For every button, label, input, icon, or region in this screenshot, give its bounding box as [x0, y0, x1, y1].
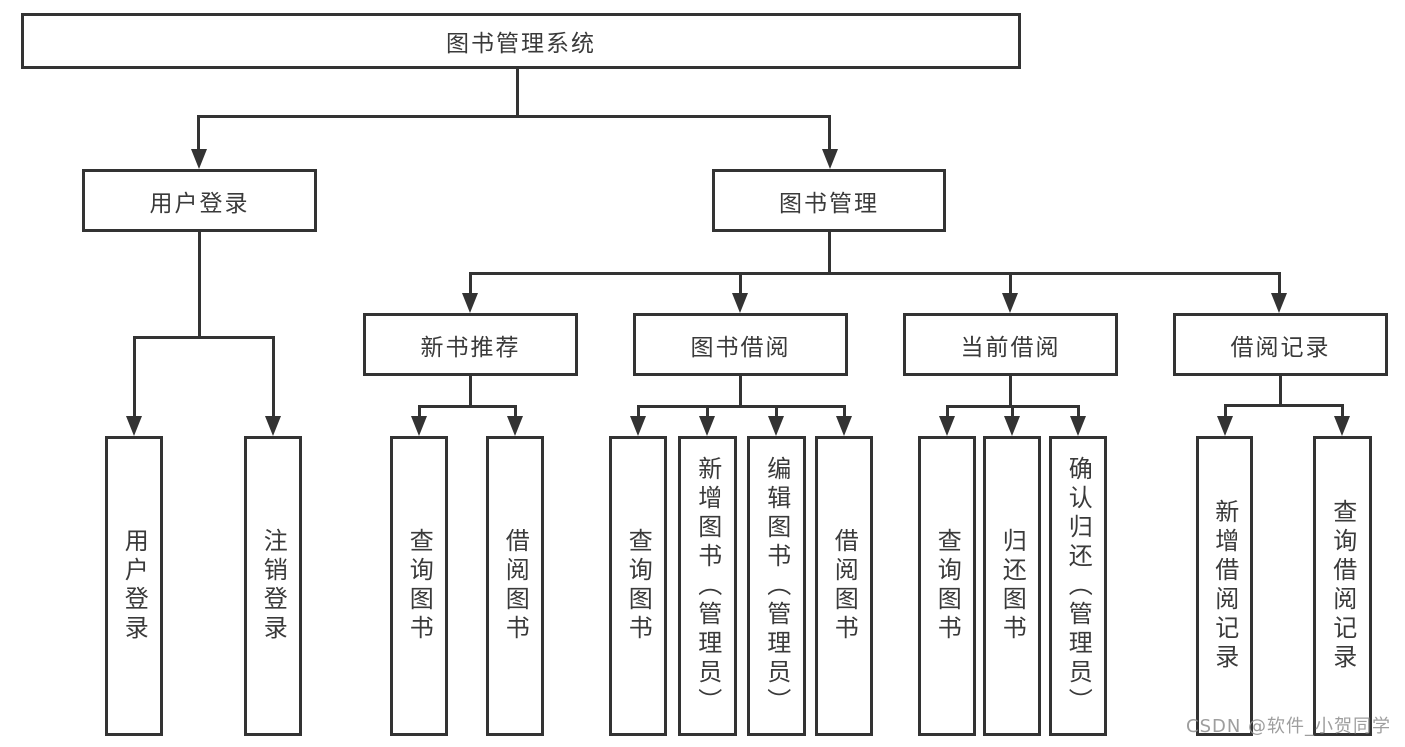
- node-user-login: 用户登录: [82, 169, 317, 232]
- leaf-add-borrow-record: 新增借阅记录: [1196, 436, 1253, 736]
- arrow-down-icon: [699, 416, 715, 436]
- connector-book-borrowing-stem: [739, 376, 742, 408]
- arrow-down-icon: [1334, 416, 1350, 436]
- connector-drop: [418, 405, 421, 421]
- leaf-borrow-books-recommend: 借阅图书: [486, 436, 544, 736]
- leaf-label: 编辑图书（管理员）: [762, 455, 791, 717]
- node-book-borrowing: 图书借阅: [633, 313, 848, 376]
- node-label: 当前借阅: [960, 334, 1061, 361]
- leaf-query-books-recommend: 查询图书: [390, 436, 448, 736]
- arrow-down-icon: [630, 416, 646, 436]
- connector-drop: [946, 405, 949, 421]
- arrow-down-icon: [411, 416, 427, 436]
- arrow-down-icon: [1271, 293, 1287, 313]
- leaf-label: 查询图书: [405, 528, 434, 644]
- connector-drop: [1224, 404, 1227, 421]
- watermark: CSDN @软件_小贺同学: [1186, 716, 1392, 737]
- leaf-borrow-books-borrowing: 借阅图书: [815, 436, 873, 736]
- node-label: 新书推荐: [420, 334, 521, 361]
- connector-user-login-rail: [133, 336, 275, 339]
- connector-borrowing-records-stem: [1279, 376, 1282, 407]
- node-label: 图书管理系统: [446, 31, 596, 57]
- leaf-label: 借阅图书: [830, 528, 859, 644]
- connector-drop-current-borrowing: [1009, 272, 1012, 297]
- arrow-down-icon: [822, 149, 838, 169]
- leaf-query-books-current: 查询图书: [918, 436, 976, 736]
- arrow-down-icon: [939, 416, 955, 436]
- connector-level2-rail: [197, 115, 831, 118]
- leaf-label: 新增图书（管理员）: [693, 455, 722, 717]
- node-label: 用户登录: [149, 190, 250, 217]
- connector-new-book-rail: [418, 405, 517, 408]
- node-new-book-recommendation: 新书推荐: [363, 313, 578, 376]
- leaf-user-login: 用户登录: [105, 436, 163, 736]
- connector-root-stem: [516, 69, 519, 117]
- connector-drop-leaf-logout: [272, 336, 275, 420]
- node-current-borrowing: 当前借阅: [903, 313, 1118, 376]
- node-label: 图书借阅: [690, 334, 791, 361]
- arrow-down-icon: [191, 149, 207, 169]
- node-label: 图书管理: [779, 190, 879, 217]
- leaf-label: 确认归还（管理员）: [1064, 455, 1093, 717]
- connector-book-borrowing-rail: [637, 405, 846, 408]
- arrow-down-icon: [265, 416, 281, 436]
- leaf-label: 用户登录: [120, 528, 149, 644]
- connector-new-book-stem: [469, 376, 472, 408]
- connector-drop-book-management: [828, 115, 831, 152]
- leaf-label: 查询借阅记录: [1328, 499, 1357, 673]
- leaf-query-books-borrowing: 查询图书: [609, 436, 667, 736]
- leaf-label: 新增借阅记录: [1210, 499, 1239, 673]
- connector-book-management-stem: [828, 232, 831, 275]
- connector-drop: [1077, 405, 1080, 421]
- connector-drop: [775, 405, 778, 421]
- connector-level3-rail: [469, 272, 1281, 275]
- arrow-down-icon: [732, 293, 748, 313]
- leaf-label: 归还图书: [998, 528, 1027, 644]
- arrow-down-icon: [1004, 416, 1020, 436]
- leaf-query-borrow-record: 查询借阅记录: [1313, 436, 1372, 736]
- node-borrowing-records: 借阅记录: [1173, 313, 1388, 376]
- connector-drop: [706, 405, 709, 421]
- leaf-add-books-admin: 新增图书（管理员）: [678, 436, 737, 736]
- connector-user-login-stem: [198, 232, 201, 339]
- connector-drop: [1011, 405, 1014, 421]
- connector-drop: [1341, 404, 1344, 421]
- connector-drop: [637, 405, 640, 421]
- connector-drop-new-book: [469, 272, 472, 297]
- arrow-down-icon: [836, 416, 852, 436]
- leaf-logout: 注销登录: [244, 436, 302, 736]
- arrow-down-icon: [126, 416, 142, 436]
- arrow-down-icon: [1070, 416, 1086, 436]
- leaf-return-books: 归还图书: [983, 436, 1041, 736]
- arrow-down-icon: [1002, 293, 1018, 313]
- arrow-down-icon: [507, 416, 523, 436]
- connector-drop-user-login: [197, 115, 200, 152]
- node-root-library-management-system: 图书管理系统: [21, 13, 1021, 69]
- leaf-edit-books-admin: 编辑图书（管理员）: [747, 436, 806, 736]
- leaf-label: 注销登录: [259, 528, 288, 644]
- node-book-management: 图书管理: [712, 169, 946, 232]
- connector-current-borrowing-stem: [1009, 376, 1012, 408]
- connector-borrowing-records-rail: [1224, 404, 1344, 407]
- connector-drop-leaf-user-login: [133, 336, 136, 420]
- leaf-label: 借阅图书: [501, 528, 530, 644]
- connector-drop: [514, 405, 517, 421]
- connector-drop: [843, 405, 846, 421]
- node-label: 借阅记录: [1230, 334, 1331, 361]
- leaf-label: 查询图书: [933, 528, 962, 644]
- arrow-down-icon: [462, 293, 478, 313]
- arrow-down-icon: [768, 416, 784, 436]
- leaf-confirm-return-admin: 确认归还（管理员）: [1049, 436, 1107, 736]
- connector-drop-book-borrowing: [739, 272, 742, 297]
- arrow-down-icon: [1217, 416, 1233, 436]
- leaf-label: 查询图书: [624, 528, 653, 644]
- connector-drop-borrowing-records: [1278, 272, 1281, 297]
